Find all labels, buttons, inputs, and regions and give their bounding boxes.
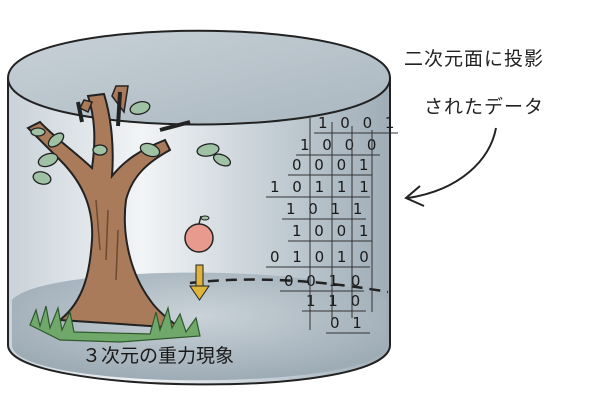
binary-row: 0 1 0 1 0 xyxy=(270,248,373,266)
binary-row: 1 0 1 1 1 xyxy=(270,178,373,196)
apple-body xyxy=(184,223,214,253)
binary-row: 0 1 xyxy=(330,314,366,332)
pointer-arrow xyxy=(407,127,497,199)
leaf xyxy=(196,143,220,157)
floor-dashed-edge xyxy=(189,278,389,294)
binary-row: 1 0 0 0 xyxy=(300,136,380,154)
leaf xyxy=(139,142,161,158)
tree xyxy=(26,85,232,330)
caption-3d-gravity: ３次元の重力現象 xyxy=(82,345,234,367)
leaf xyxy=(92,144,108,156)
leaf xyxy=(32,171,52,185)
lid-branch-mid xyxy=(116,91,122,127)
lid-branch-right xyxy=(159,120,191,132)
leaf xyxy=(129,101,151,115)
trunk-bark-lines xyxy=(95,199,119,281)
apple xyxy=(184,215,214,253)
binary-data-grid: 1 0 0 1 1 0 0 0 0 0 0 1 1 0 1 1 1 1 0 1 1 1 0… xyxy=(266,114,398,334)
fall-arrow xyxy=(189,264,210,301)
fall-arrow-shaft xyxy=(195,264,204,288)
binary-row: 1 1 0 xyxy=(306,292,364,310)
fall-arrow-head xyxy=(189,285,210,301)
leaf xyxy=(212,153,232,167)
tree-branch-stub xyxy=(78,99,94,114)
pointer-arrow-head xyxy=(404,185,425,207)
binary-row: 0 0 0 1 xyxy=(292,156,372,174)
leaf xyxy=(37,152,59,168)
binary-row: 0 0 1 0 xyxy=(284,272,364,290)
binary-row: 1 0 1 1 xyxy=(286,200,366,218)
leaf xyxy=(47,132,65,148)
annotation-line-2: されたデータ xyxy=(424,96,545,118)
binary-row: 1 0 0 1 xyxy=(292,222,372,240)
lid-branch-left xyxy=(76,101,84,123)
binary-row: 1 0 0 1 xyxy=(318,114,398,132)
leaf xyxy=(30,127,46,137)
grass xyxy=(29,305,201,343)
cylinder-top xyxy=(6,29,392,126)
annotation-line-1: 二次元面に投影 xyxy=(404,48,545,70)
apple-leaf xyxy=(200,215,210,221)
